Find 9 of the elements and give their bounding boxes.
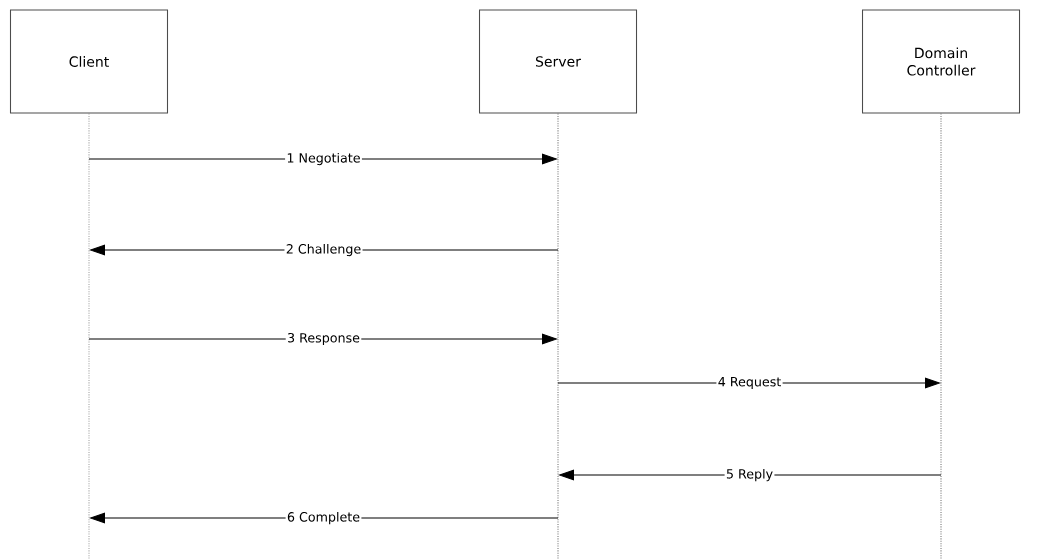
edge-label: 3 Response xyxy=(288,333,360,345)
participant-box: Client xyxy=(9,9,169,114)
edge-label: 2 Challenge xyxy=(286,243,361,257)
participant-box: Domain Controller xyxy=(861,9,1021,114)
participant-box: Server xyxy=(478,9,638,114)
edge-label: 4 Request xyxy=(718,377,781,389)
edge-label: 1 Negotiate xyxy=(287,152,360,166)
edge-label: 5 Reply xyxy=(726,468,773,482)
edge-label: 6 Complete xyxy=(287,511,360,525)
